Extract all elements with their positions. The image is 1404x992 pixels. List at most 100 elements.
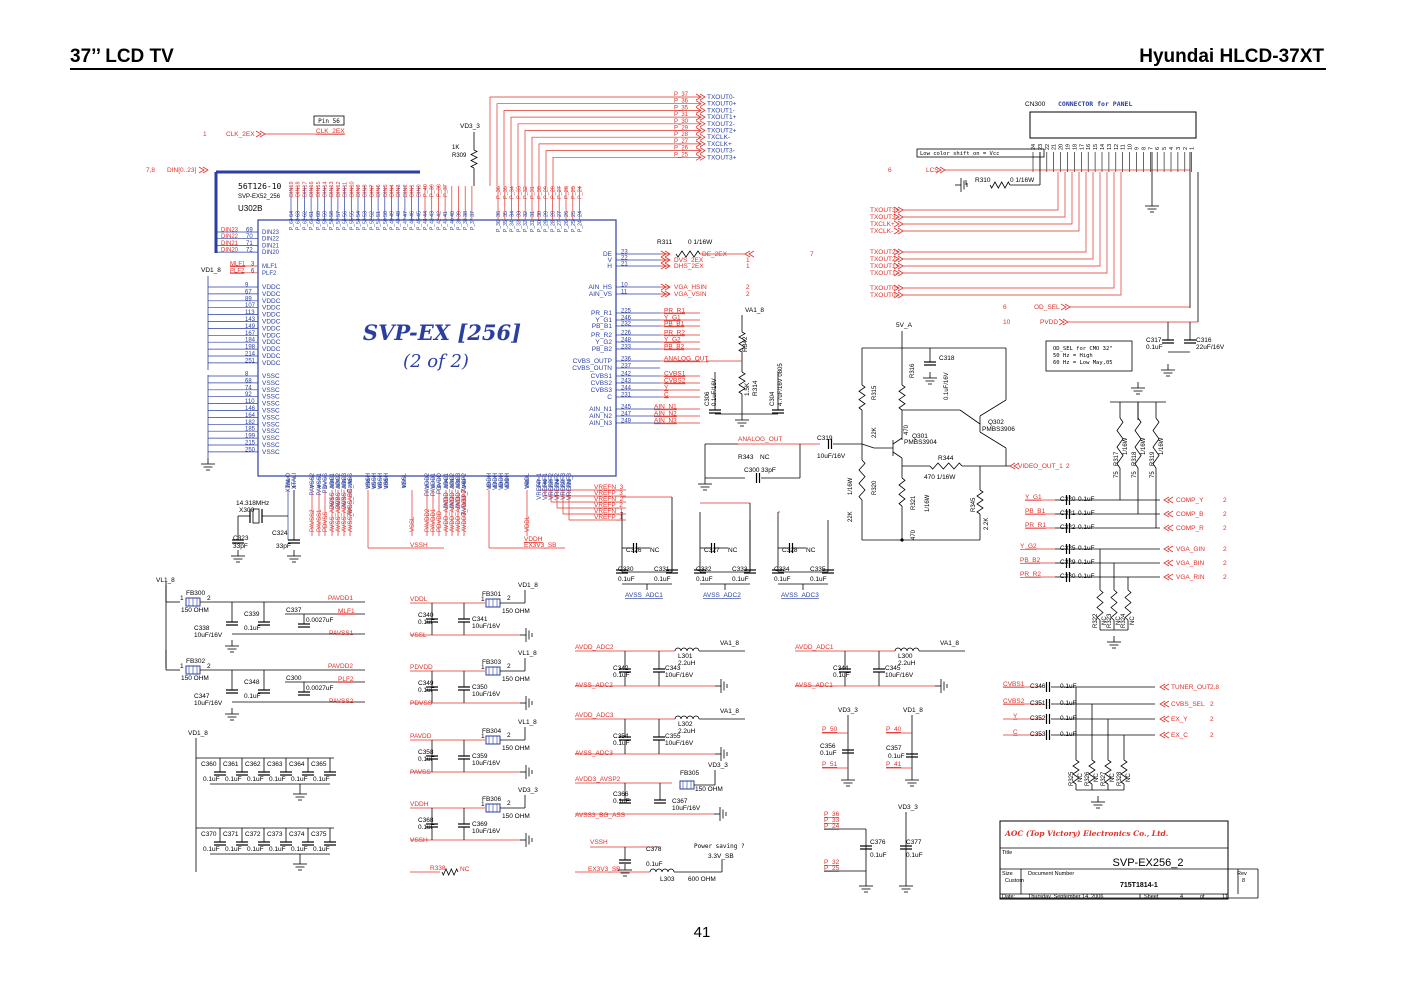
- label: VGA_BIN: [1176, 560, 1204, 567]
- label: 237: [621, 364, 632, 370]
- label: 7,8: [146, 167, 155, 174]
- label: C367: [672, 798, 688, 805]
- label: 26: [564, 211, 570, 217]
- label: AVSS_BG_ASS: [348, 489, 354, 532]
- box: [999, 820, 1229, 900]
- label: VA1_8: [720, 708, 739, 715]
- wire-path: [1167, 510, 1174, 518]
- label: 0.1uF: [613, 672, 630, 679]
- label: PAVDD2: [328, 663, 353, 670]
- label: 150 OHM: [502, 608, 530, 615]
- label: 23: [621, 250, 628, 256]
- wire-path: [695, 93, 702, 101]
- label: L300: [898, 653, 913, 660]
- label: DIN16: [309, 181, 315, 197]
- label: VL1_8: [518, 650, 537, 657]
- label: P_50: [822, 726, 838, 733]
- label: VSSC: [262, 442, 280, 449]
- wire: [861, 443, 875, 449]
- label: C373: [267, 831, 283, 838]
- label: 29: [544, 211, 550, 217]
- label: 2: [1066, 463, 1070, 470]
- label: 239: [330, 479, 336, 488]
- label: 150 OHM: [181, 607, 209, 614]
- label: C364: [289, 761, 305, 768]
- wire-path: [699, 113, 706, 121]
- label: C319: [817, 435, 833, 442]
- label: 14.318MHz: [236, 500, 269, 507]
- label: P_27: [557, 220, 563, 232]
- inductor: [894, 647, 920, 652]
- label: R311: [657, 239, 672, 246]
- label: C343: [665, 665, 681, 672]
- label: P_24: [824, 823, 840, 830]
- label: AVDD_ADC1: [444, 496, 450, 532]
- label: R326: [1085, 771, 1091, 786]
- label: VDDC: [262, 360, 281, 367]
- label: P_24: [578, 220, 584, 232]
- wire-path: [738, 331, 746, 353]
- label: 27: [557, 211, 563, 217]
- label: 92: [245, 392, 252, 398]
- label: C352: [1030, 715, 1046, 722]
- label: 0 1/16W: [688, 239, 713, 246]
- wire-path: [858, 459, 866, 501]
- label: VDDH: [410, 801, 429, 808]
- label: P_25: [571, 186, 577, 199]
- label: 11: [1121, 144, 1127, 150]
- label: C350: [472, 684, 488, 691]
- label: VSSH: [410, 542, 428, 549]
- label: DIN8: [363, 184, 369, 197]
- label: 1: [180, 663, 184, 670]
- label: 2: [1223, 497, 1227, 504]
- label: 15: [1093, 144, 1099, 150]
- label: P_37: [674, 92, 689, 98]
- label: C339: [244, 611, 260, 618]
- label: C359: [472, 753, 488, 760]
- label: DIN14: [323, 181, 329, 197]
- label: 52: [369, 211, 375, 217]
- label: 199: [245, 434, 256, 440]
- label: P_31: [674, 112, 689, 118]
- label: VIDEO_OUT_1: [1018, 463, 1063, 470]
- label: 0.1uF: [618, 576, 635, 583]
- label: CVBS_SEL: [1171, 701, 1205, 708]
- wire-path: [695, 153, 702, 161]
- label: XTALI: [292, 473, 298, 490]
- label: Thursday, September 14, 2006: [1028, 894, 1103, 900]
- label: C330: [1060, 573, 1076, 580]
- label: 150 OHM: [502, 676, 530, 683]
- label: 2: [507, 595, 511, 602]
- label: CN300: [1025, 101, 1046, 108]
- label: AOC (Top Victory) Electronics Co., Ltd.: [1004, 829, 1169, 838]
- label: C353: [1030, 731, 1046, 738]
- label: L302: [678, 721, 693, 728]
- label: DIN3: [396, 184, 402, 197]
- label: P_39: [457, 218, 463, 230]
- label: VD1_8: [201, 267, 221, 274]
- wire-path: [1159, 715, 1166, 723]
- label: P_42: [436, 218, 442, 230]
- label: AVSS_ADC1: [330, 472, 336, 508]
- label: Power saving ?: [694, 843, 745, 850]
- label: R320: [872, 480, 878, 495]
- label: C328: [782, 547, 798, 554]
- label: C320: [1060, 496, 1076, 503]
- label: C337: [286, 607, 302, 614]
- label: 1.5K: [744, 382, 751, 396]
- label: 4: [1180, 894, 1183, 900]
- label: R316: [910, 363, 916, 378]
- label: 222: [456, 479, 462, 488]
- label: 1: [292, 485, 298, 488]
- label: AVSS_ADC2: [336, 472, 342, 508]
- label: TXOUT1-: [870, 270, 898, 277]
- label: 17: [493, 482, 499, 488]
- label: 1: [203, 131, 207, 138]
- label: C300: [286, 675, 302, 682]
- label: 55: [349, 211, 355, 217]
- wire-path: [1163, 683, 1170, 691]
- label: of: [1200, 894, 1205, 900]
- label: VGA_RIN: [1176, 574, 1205, 581]
- label: Y_G1: [1025, 494, 1042, 501]
- label: 65: [372, 482, 378, 488]
